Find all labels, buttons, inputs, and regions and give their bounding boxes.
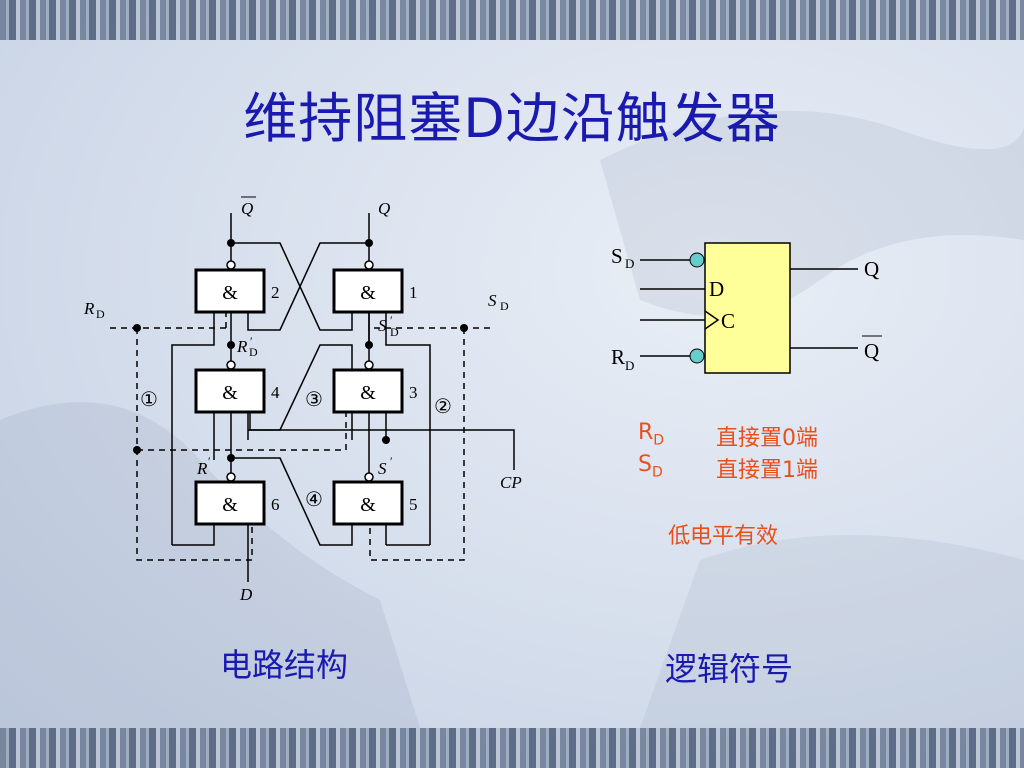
sd-prime-sub: D: [390, 325, 399, 339]
sd-note-desc: 直接置1端: [716, 458, 818, 483]
gate-number-1: 1: [409, 283, 418, 302]
rd-note-label: RD: [638, 420, 665, 449]
cp-input-label: CP: [500, 473, 522, 492]
gate-4-symbol: &: [222, 382, 238, 404]
sd-input-label: S: [488, 291, 497, 310]
flipflop-box: [704, 242, 791, 374]
symbol-d-label: D: [709, 277, 724, 301]
s-prime-label: S: [378, 459, 387, 478]
top-decorative-border: [0, 0, 1024, 40]
symbol-sd-sub: D: [625, 256, 634, 271]
symbol-caption: 逻辑符号: [665, 650, 794, 688]
q-output-label: Q: [378, 199, 390, 218]
sd-input-sub: D: [500, 299, 509, 313]
nand-gate-5: [332, 480, 404, 526]
symbol-q-label: Q: [864, 257, 879, 281]
rd-prime-sub: D: [249, 345, 258, 359]
symbol-qbar-label: Q: [864, 339, 879, 363]
symbol-c-label: C: [721, 309, 735, 333]
rd-input-sub: D: [96, 307, 105, 321]
rd-prime-mark: ′: [250, 334, 253, 348]
symbol-rd-sub: D: [625, 358, 634, 373]
path-marker-3: ③: [305, 389, 323, 411]
r-prime-label: R: [196, 459, 208, 478]
gate-1-symbol: &: [360, 282, 376, 304]
gate-2-symbol: &: [222, 282, 238, 304]
rd-input-label: R: [83, 299, 95, 318]
gate-3-symbol: &: [360, 382, 376, 404]
gate-5-symbol: &: [360, 494, 376, 516]
rd-note-desc: 直接置0端: [716, 426, 818, 451]
nand-gate-6: [194, 480, 266, 526]
bottom-decorative-border: [0, 728, 1024, 768]
path-marker-4: ④: [305, 489, 323, 511]
gate-number-4: 4: [271, 383, 280, 402]
symbol-rd-label: R: [611, 345, 625, 369]
nand-gate-4: [194, 368, 266, 414]
s-prime-mark: ′: [390, 454, 393, 468]
circuit-diagram: & & & & & & 2 1 4 3 6 5 ① ② ③ ④ Q Q R S …: [83, 196, 522, 604]
circuit-caption: 电路结构: [220, 646, 349, 684]
gate-number-5: 5: [409, 495, 418, 514]
nand-gate-3: [332, 368, 404, 414]
gate-number-2: 2: [271, 283, 280, 302]
gate-number-3: 3: [409, 383, 418, 402]
path-marker-2: ②: [434, 396, 452, 418]
logic-symbol: S R D C Q Q D D: [611, 242, 882, 374]
d-input-label: D: [239, 585, 253, 604]
symbol-sd-label: S: [611, 244, 623, 268]
nand-gate-2: [194, 268, 266, 314]
qbar-output-label: Q: [241, 199, 253, 218]
gate-6-symbol: &: [222, 494, 238, 516]
active-low-note: 低电平有效: [668, 524, 779, 549]
gate-number-6: 6: [271, 495, 280, 514]
path-marker-1: ①: [140, 389, 158, 411]
rd-bubble: [689, 348, 705, 364]
sd-prime-label: S: [378, 316, 387, 335]
nand-gate-1: [332, 268, 404, 314]
r-prime-mark: ′: [208, 454, 211, 468]
slide-title: 维持阻塞D边沿触发器: [243, 87, 781, 150]
sd-prime-mark: ′: [390, 313, 393, 327]
sd-note-label: SD: [638, 452, 663, 481]
rd-prime-label: R: [236, 337, 248, 356]
sd-bubble: [689, 252, 705, 268]
